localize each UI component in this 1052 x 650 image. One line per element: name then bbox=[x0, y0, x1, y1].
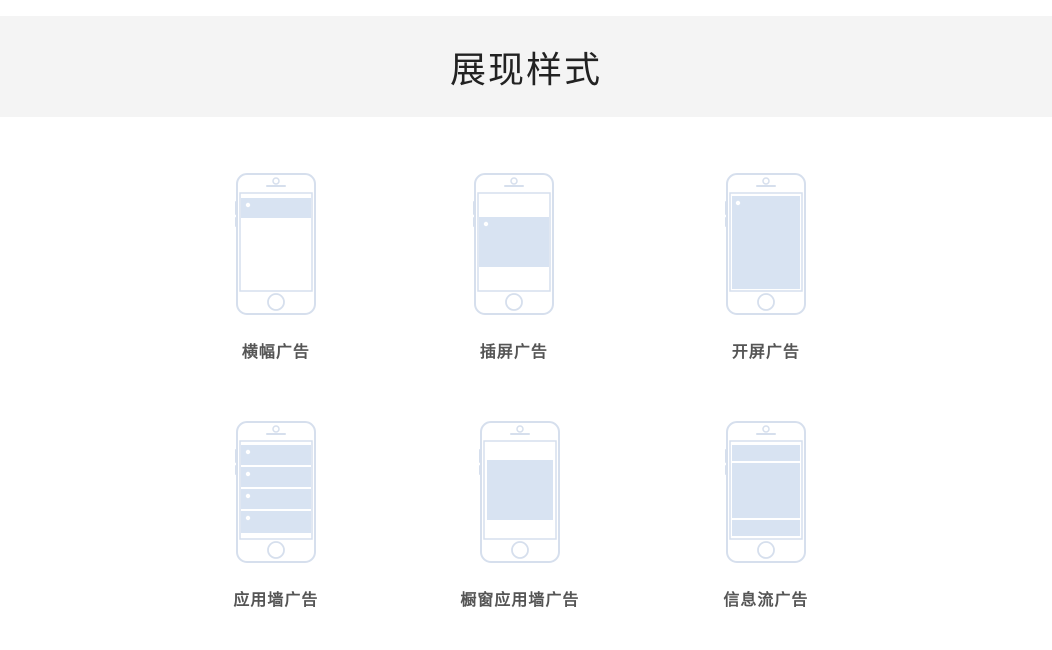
style-label: 信息流广告 bbox=[723, 590, 809, 609]
phone-window-app-wall-ad-icon bbox=[479, 421, 560, 563]
style-item-banner[interactable]: 横幅广告 bbox=[176, 172, 376, 362]
phone-banner-ad-icon bbox=[235, 173, 316, 315]
style-item-interstitial[interactable]: 插屏广告 bbox=[414, 172, 614, 362]
style-label: 横幅广告 bbox=[241, 342, 310, 361]
style-label: 插屏广告 bbox=[479, 342, 548, 361]
style-item-splash[interactable]: 开屏广告 bbox=[666, 172, 866, 362]
style-item-feed[interactable]: 信息流广告 bbox=[666, 420, 866, 610]
phone-app-wall-ad-icon bbox=[235, 421, 316, 563]
style-item-app-wall[interactable]: 应用墙广告 bbox=[176, 420, 376, 610]
page-header: 展现样式 bbox=[0, 16, 1052, 117]
page-title: 展现样式 bbox=[449, 49, 602, 91]
style-label: 应用墙广告 bbox=[233, 590, 319, 609]
style-label: 橱窗应用墙广告 bbox=[460, 590, 580, 609]
phone-interstitial-ad-icon bbox=[473, 173, 554, 315]
phone-feed-ad-icon bbox=[725, 421, 806, 563]
phone-splash-ad-icon bbox=[725, 173, 806, 315]
style-label: 开屏广告 bbox=[731, 342, 800, 361]
style-item-window-app-wall[interactable]: 橱窗应用墙广告 bbox=[420, 420, 620, 610]
